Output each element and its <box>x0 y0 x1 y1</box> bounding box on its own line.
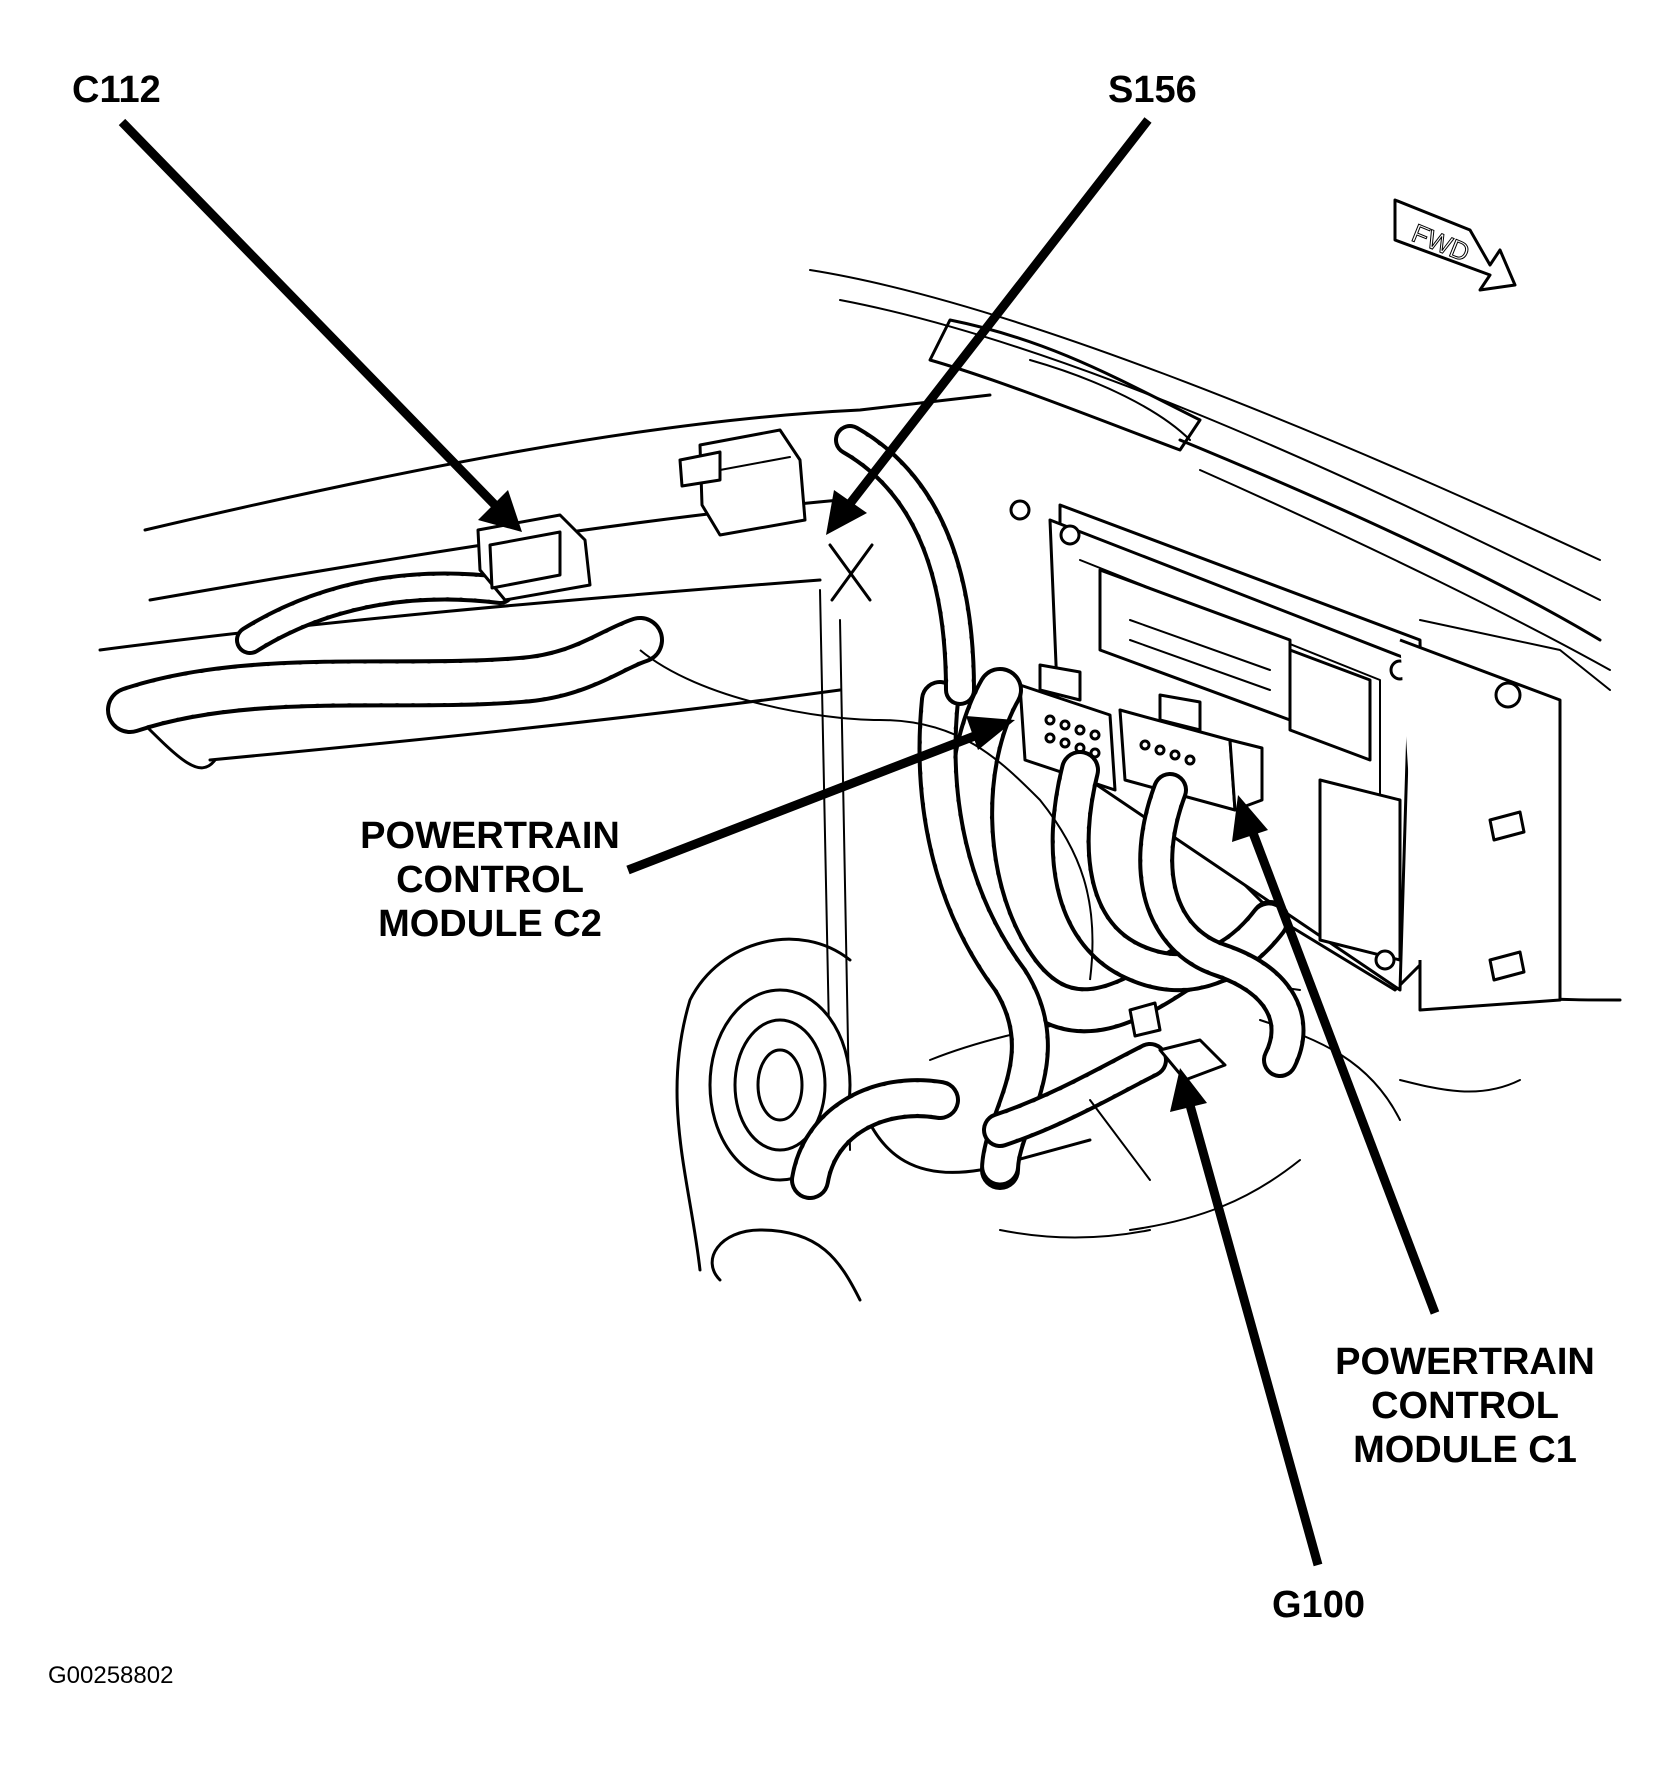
s156-splice-marker <box>828 543 874 602</box>
forward-arrow: FWD <box>1393 198 1517 292</box>
g100-ground-point <box>1089 1001 1227 1181</box>
leader-pcm-c2 <box>626 716 1015 875</box>
leader-g100 <box>1170 1068 1323 1567</box>
pcm-c1-connector <box>1118 693 1264 812</box>
g100-label: G100 <box>1272 1584 1365 1626</box>
pcm-c2-label-line1: POWERTRAIN <box>360 815 620 857</box>
pcm-c1-label: POWERTRAIN CONTROL MODULE C1 <box>1325 1340 1605 1472</box>
leader-pcm-c1 <box>1232 795 1440 1315</box>
figure-id: G00258802 <box>48 1662 174 1689</box>
pcm-c1-label-line1: POWERTRAIN <box>1335 1341 1595 1383</box>
pcm-c2-label-line3: MODULE C2 <box>378 903 602 945</box>
leader-c112 <box>118 118 522 532</box>
pcm-c1-label-line3: MODULE C1 <box>1353 1429 1577 1471</box>
s156-label: S156 <box>1108 69 1197 111</box>
pcm-c1-label-line2: CONTROL <box>1371 1385 1559 1427</box>
wiring-harness <box>106 424 1306 1200</box>
c112-label: C112 <box>72 69 161 111</box>
pcm-c2-label-line2: CONTROL <box>396 859 584 901</box>
pcm-c2-label: POWERTRAIN CONTROL MODULE C2 <box>350 814 630 946</box>
c112-connector <box>476 428 807 602</box>
leader-s156 <box>826 117 1152 535</box>
